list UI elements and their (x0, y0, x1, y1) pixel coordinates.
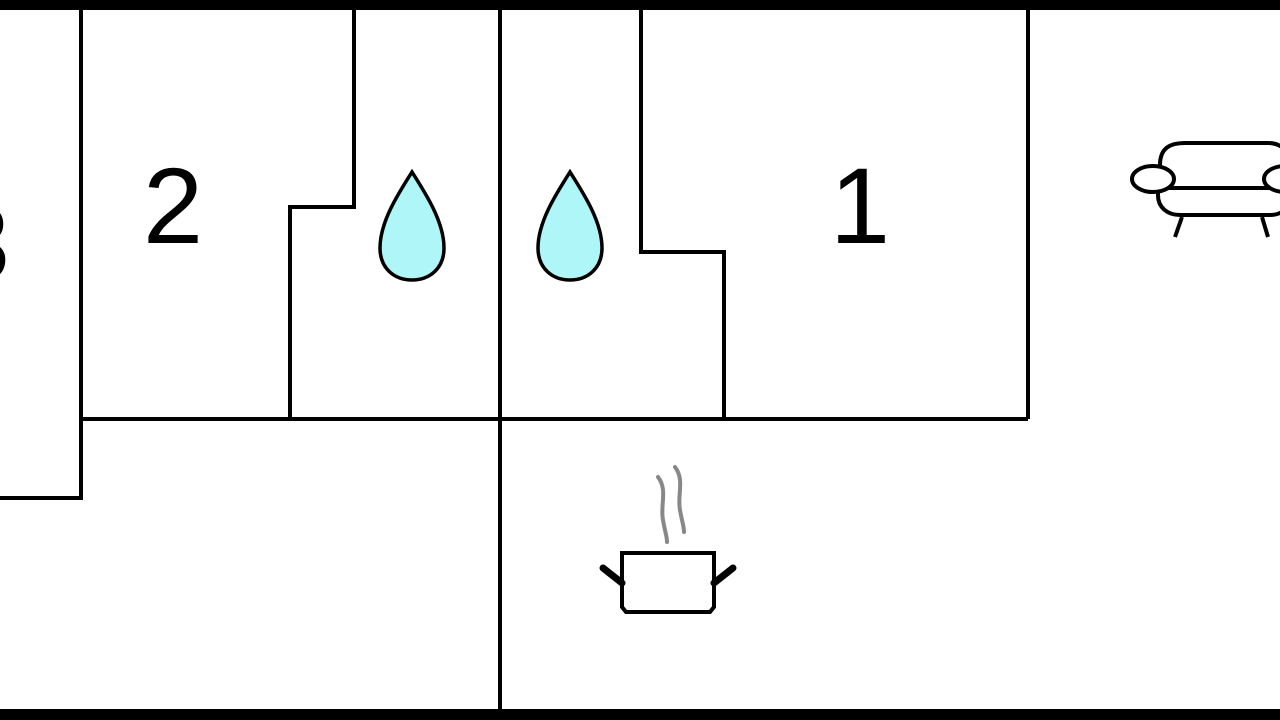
water-drop-icon (536, 168, 604, 282)
bottom-wall (0, 709, 1280, 720)
room-3-wall (0, 10, 83, 500)
room-2-label: 2 (143, 145, 203, 266)
room-2-bath-wall (288, 10, 356, 419)
cooking-pot-icon (599, 465, 737, 614)
room-1-label: 1 (830, 145, 890, 266)
room-3-label: 3 (0, 182, 10, 303)
room-1-bath-wall (639, 10, 726, 419)
top-wall (0, 0, 1280, 10)
water-drop-icon (378, 168, 446, 282)
sofa-icon (1130, 141, 1280, 238)
